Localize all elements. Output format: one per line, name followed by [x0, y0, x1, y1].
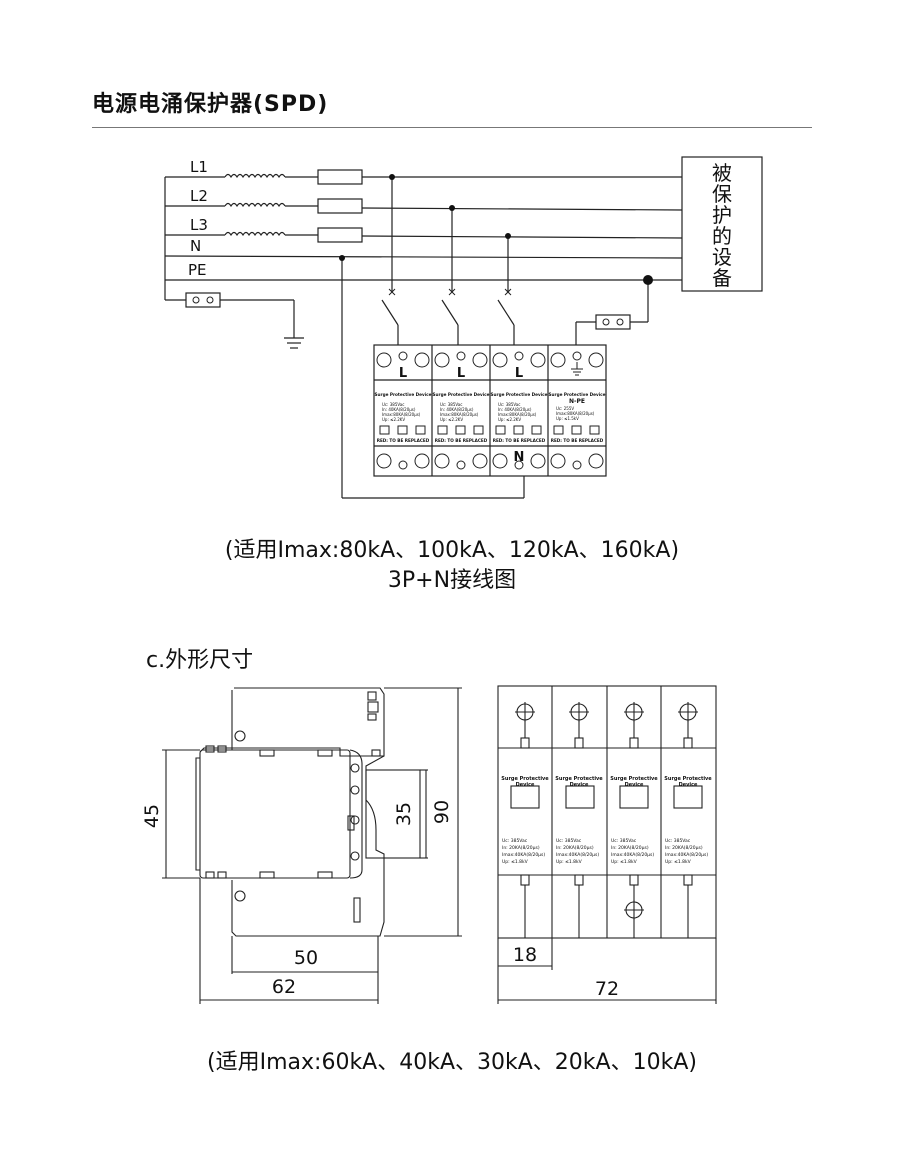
module-name: Surge Protective [555, 776, 603, 782]
dimension-label-90: 90 [431, 800, 453, 824]
module-spec: Up: ≤2.2KV [440, 417, 463, 422]
module-spec: Uc: 385Vac [382, 402, 404, 407]
dimension-drawings: 45 35 90 50 62 [141, 685, 717, 1004]
module-spec: Uc: 385Vac [498, 402, 520, 407]
dimension-caption: (适用Imax:60kA、40kA、30kA、20kA、10kA) [207, 1050, 697, 1075]
junction-dot [449, 205, 455, 211]
module-footer: RED: TO BE REPLACED [377, 438, 430, 443]
module-spec: In: 20KA(8/20μs) [665, 845, 703, 851]
dimension-label-50: 50 [294, 947, 318, 969]
module-spec: In: 40KA(8/20μs) [440, 407, 474, 412]
module-footer: RED: TO BE REPLACED [551, 438, 604, 443]
module-spec: Up: ≤1.5kV [556, 416, 579, 421]
equipment-char: 的 [712, 224, 732, 248]
front-view [497, 685, 717, 1004]
module-spec: Uc: 385Vac [665, 838, 691, 844]
equipment-char: 保 [712, 182, 732, 206]
module-spec: Imax:80KA(8/20μs) [382, 412, 421, 417]
module-spec: Up: ≤1.8kV [611, 859, 638, 865]
equipment-char: 被 [712, 161, 732, 185]
module-spec: Uc: 385Vac [556, 838, 582, 844]
line-label-l2: L2 [190, 187, 208, 205]
equipment-char: 护 [712, 203, 732, 227]
module-spec: Imax:40KA(8/20μs) [556, 852, 599, 858]
module-bottom-label: N [514, 450, 525, 465]
module-spec: In: 20KA(8/20μs) [502, 845, 540, 851]
wiring-caption-title: 3P+N接线图 [387, 568, 517, 593]
module-name: Surge Protective Device [433, 392, 490, 397]
section-title: c.外形尺寸 [146, 648, 254, 673]
module-footer: RED: TO BE REPLACED [493, 438, 546, 443]
junction-dot [505, 233, 511, 239]
module-spec: Up: ≤2.2KV [382, 417, 405, 422]
module-name: Device [570, 782, 589, 788]
module-spec: Up: ≤2.2KV [498, 417, 521, 422]
equipment-char: 设 [712, 245, 732, 269]
module-footer: RED: TO BE REPLACED [435, 438, 488, 443]
title-divider [92, 127, 812, 128]
side-view [162, 687, 462, 1004]
module-subname: N-PE [569, 398, 585, 405]
module-name: Device [516, 782, 535, 788]
module-spec: In: 40KA(8/20μs) [382, 407, 416, 412]
dimension-label-18: 18 [513, 944, 537, 966]
junction-dot [643, 275, 653, 285]
module-name: Surge Protective Device [375, 392, 432, 397]
dimension-label-45: 45 [141, 804, 163, 828]
module-spec: Imax:80KA(8/20μs) [440, 412, 479, 417]
module-name: Surge Protective Device [491, 392, 548, 397]
module-spec: Imax:40KA(8/20μs) [665, 852, 708, 858]
module-spec: Up: ≤1.8kV [502, 859, 529, 865]
line-label-n: N [190, 237, 201, 255]
module-spec: In: 20KA(8/20μs) [556, 845, 594, 851]
module-top-label: L [515, 366, 523, 381]
module-name: Device [679, 782, 698, 788]
dimension-label-62: 62 [272, 976, 296, 998]
module-spec: Up: ≤1.8kV [665, 859, 692, 865]
module-name: Device [625, 782, 644, 788]
module-name: Surge Protective [610, 776, 658, 782]
module-top-label: L [457, 366, 465, 381]
equipment-char: 备 [712, 266, 732, 290]
wiring-diagram: L1 L2 L3 N PE 被 保 护 的 设 备 [164, 156, 763, 499]
dimension-label-72: 72 [595, 978, 619, 1000]
module-name: Surge Protective [501, 776, 549, 782]
dimension-label-35: 35 [393, 802, 415, 826]
module-spec: Uc: 385Vac [440, 402, 462, 407]
module-name: Surge Protective Device [549, 392, 606, 397]
module-spec: Imax:40KA(8/20μs) [502, 852, 545, 858]
module-top-label: L [399, 366, 407, 381]
spd-module-group: L L L N Surge Protective Device Surge Pr… [373, 344, 607, 477]
wiring-caption-range: (适用Imax:80kA、100kA、120kA、160kA) [224, 538, 680, 563]
line-label-l3: L3 [190, 216, 208, 234]
module-spec: Imax:80KA(8/20μs) [556, 411, 595, 416]
page-title: 电源电涌保护器(SPD) [92, 92, 329, 117]
line-label-pe: PE [188, 261, 207, 279]
module-name: Surge Protective [664, 776, 712, 782]
module-spec: Imax:80KA(8/20μs) [498, 412, 537, 417]
module-spec: Uc: 385Vac [611, 838, 637, 844]
module-spec: Imax:40KA(8/20μs) [611, 852, 654, 858]
module-spec: Uc: 385Vac [502, 838, 528, 844]
junction-dot [339, 255, 345, 261]
module-spec: In: 20KA(8/20μs) [611, 845, 649, 851]
module-spec: Uc: 255V [556, 406, 574, 411]
line-label-l1: L1 [190, 158, 208, 176]
junction-dot [389, 174, 395, 180]
module-spec: Up: ≤1.8kV [556, 859, 583, 865]
module-spec: In: 40KA(8/20μs) [498, 407, 532, 412]
